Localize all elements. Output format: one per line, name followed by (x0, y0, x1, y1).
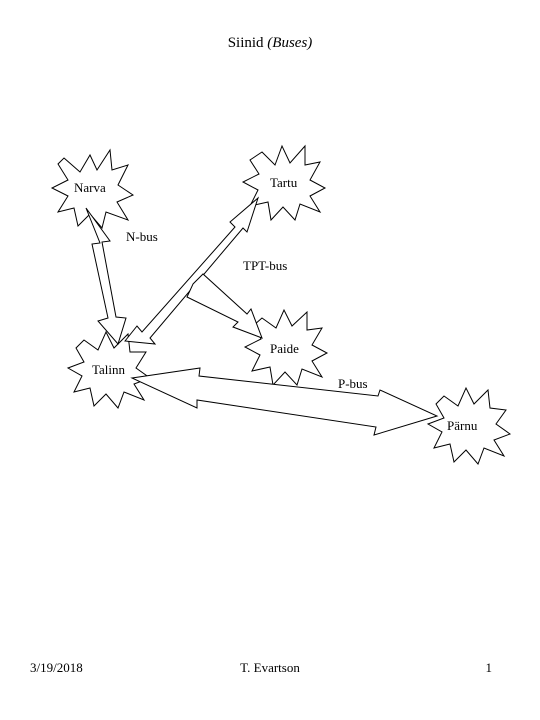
slide-title: Siinid (Buses) (0, 35, 540, 52)
paide-starburst (243, 308, 329, 387)
n-bus-arrow (85, 207, 127, 346)
edge-label-tpt-bus: TPT-bus (243, 258, 287, 273)
node-label-parnu: Pärnu (447, 418, 478, 433)
tpt-bus-arrow (124, 196, 260, 345)
node-label-tartu: Tartu (270, 175, 298, 190)
narva-starburst (50, 148, 135, 230)
title-subtitle: (Buses) (267, 35, 313, 51)
node-label-narva: Narva (74, 180, 106, 195)
node-label-paide: Paide (270, 341, 299, 356)
parnu-starburst (426, 386, 512, 465)
footer-date: 3/19/2018 (30, 660, 83, 675)
edge-label-n-bus: N-bus (126, 229, 158, 244)
footer-author: T. Evartson (240, 660, 300, 675)
tallinn-starburst (66, 330, 152, 409)
footer-page-number: 1 (485, 660, 493, 675)
edge-label-p-bus: P-bus (338, 376, 368, 391)
p-bus-arrow (130, 367, 439, 436)
tpt-bus-branch-arrow (186, 273, 263, 339)
node-label-tallinn: Talinn (92, 362, 126, 377)
title-main: Siinid (227, 35, 264, 51)
tartu-starburst (241, 144, 327, 222)
